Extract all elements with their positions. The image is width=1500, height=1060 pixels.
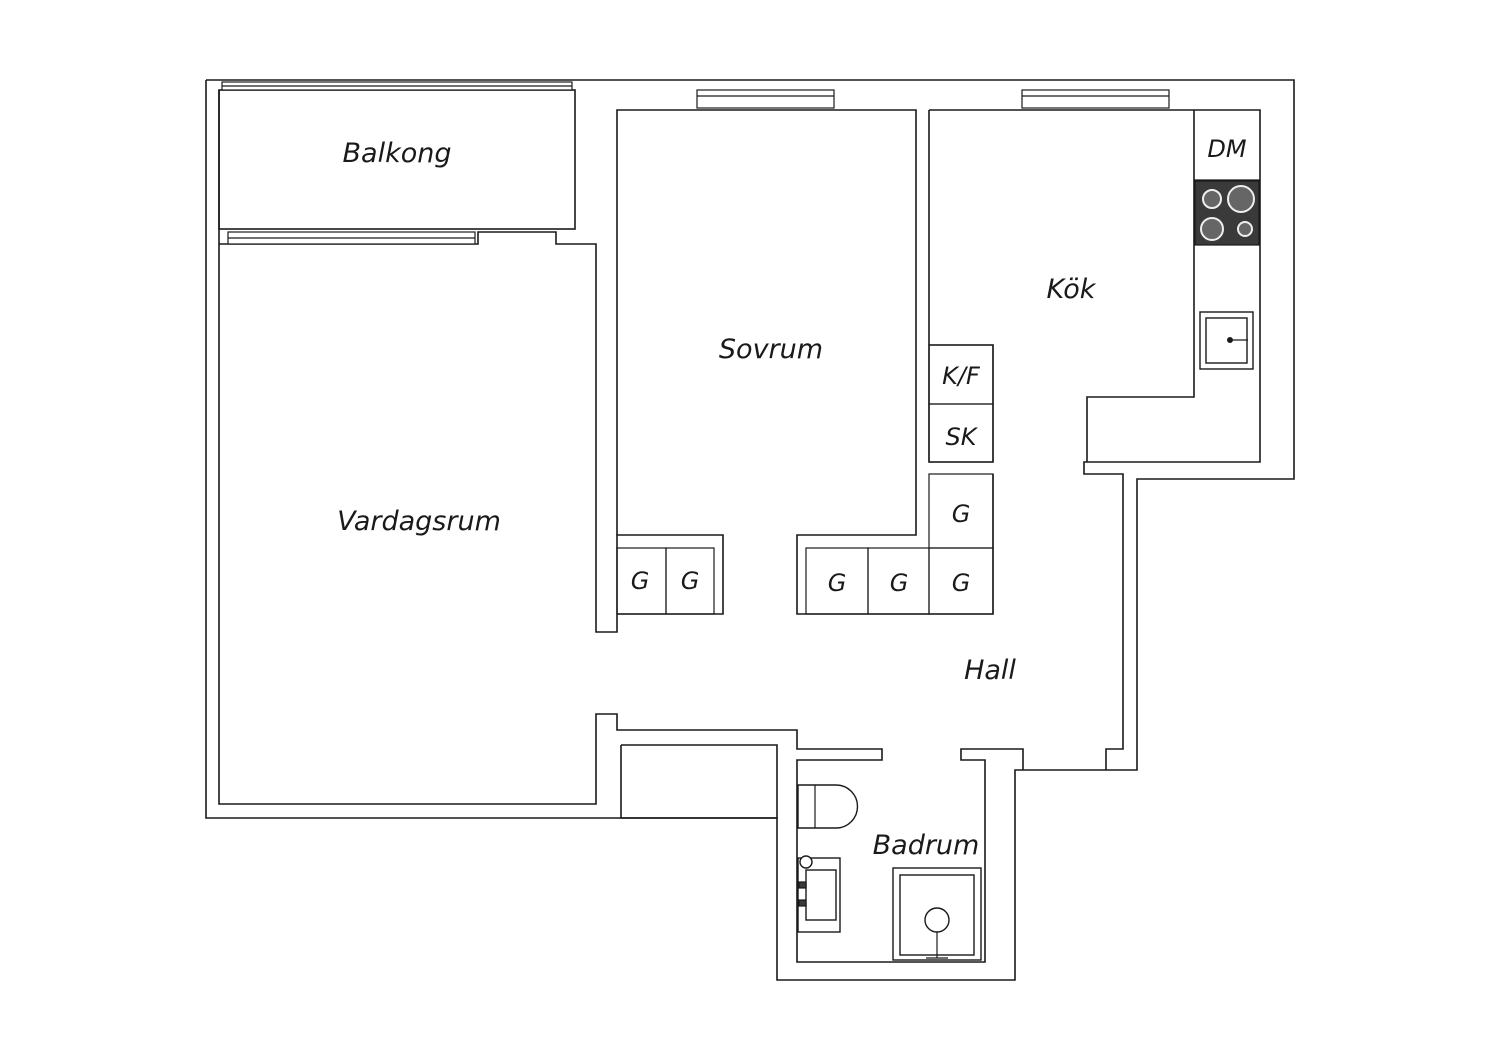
room-labels: Balkong Vardagsrum Sovrum Kök Hall Badru… xyxy=(337,138,1097,861)
balcony xyxy=(218,81,576,230)
washbasin-handle-2 xyxy=(798,899,807,907)
closet-g-5 xyxy=(665,547,715,615)
stove-burner-3 xyxy=(1200,217,1224,241)
label-hall: Hall xyxy=(964,655,1016,686)
label-g-5: G xyxy=(681,567,700,595)
label-sovrum: Sovrum xyxy=(719,334,823,365)
stove-burner-2 xyxy=(1227,185,1255,213)
inner-wall-living-lower xyxy=(620,744,778,819)
inner-wall-hall-right xyxy=(1083,109,1261,770)
washbasin-handle-1 xyxy=(798,881,807,889)
inner-wall-kitchen-left xyxy=(928,110,994,463)
storage-labels: DM K/F SK G G G G G G xyxy=(631,135,1247,597)
label-g-3: G xyxy=(952,569,971,597)
label-dm: DM xyxy=(1207,135,1246,163)
washbasin-bowl xyxy=(805,869,837,921)
kitchen-counter xyxy=(1086,110,1260,462)
label-badrum: Badrum xyxy=(873,830,980,861)
label-vardagsrum: Vardagsrum xyxy=(337,506,501,537)
living-top-wall xyxy=(219,231,724,633)
closets xyxy=(616,344,994,615)
label-kf: K/F xyxy=(942,362,981,390)
kitchen-window-frame xyxy=(1021,89,1170,109)
inner-wall-left xyxy=(218,90,1024,963)
shower-drain xyxy=(924,907,950,933)
toilet-icon xyxy=(797,784,859,829)
closet-g-3 xyxy=(928,547,994,615)
kitchen-counter-outline xyxy=(1086,110,1195,462)
stove-burner-1 xyxy=(1202,189,1222,209)
label-g-2: G xyxy=(890,569,909,597)
kitchen-window xyxy=(929,89,1194,111)
washbasin-tap xyxy=(799,855,813,869)
stove-burner-4 xyxy=(1237,221,1253,237)
label-sk: SK xyxy=(946,423,979,451)
closet-sk xyxy=(928,403,994,463)
label-g-top: G xyxy=(952,500,971,528)
bathroom-fixtures xyxy=(797,784,982,961)
label-balkong: Balkong xyxy=(343,138,452,169)
label-kok: Kök xyxy=(1047,274,1097,305)
living-room-walls xyxy=(219,231,724,633)
label-g-1: G xyxy=(828,569,847,597)
label-g-4: G xyxy=(631,567,650,595)
bedroom-window xyxy=(696,89,835,109)
